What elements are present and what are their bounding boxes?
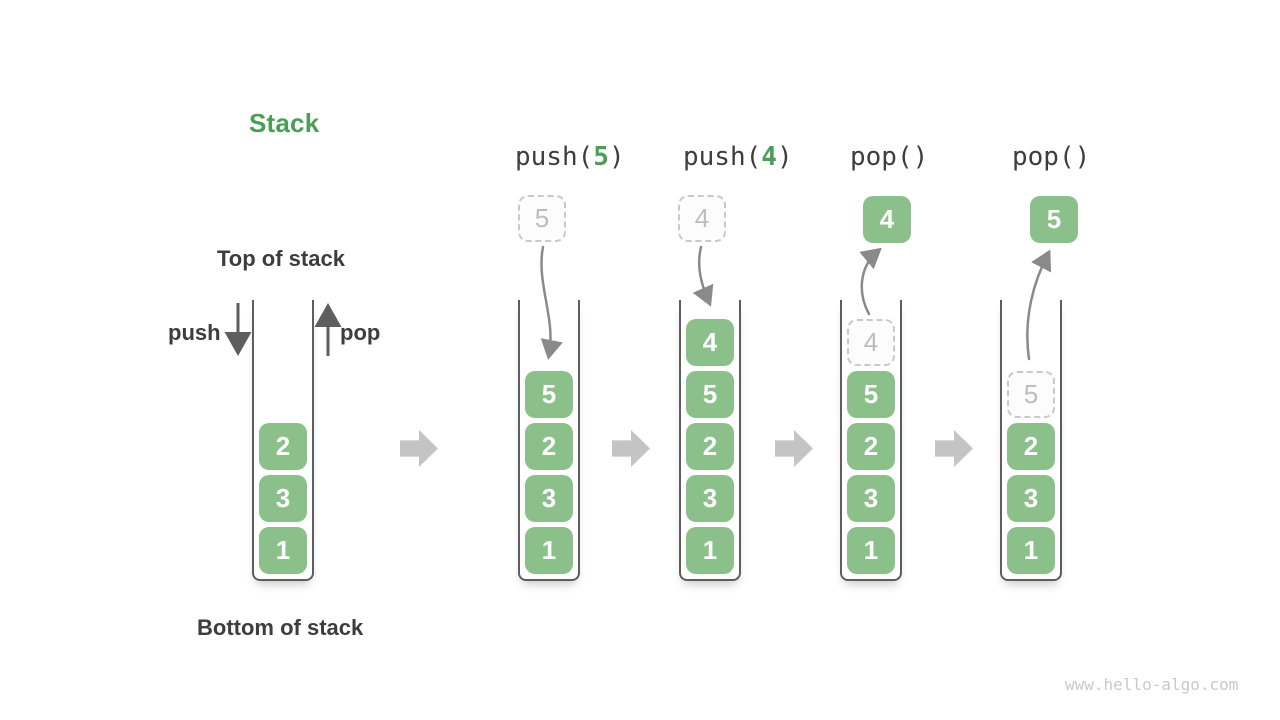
pop-label: pop (340, 320, 381, 345)
stack-cell: 1 (847, 527, 895, 574)
stack-cell: 5 (847, 371, 895, 418)
stack-cell: 3 (259, 475, 307, 522)
stack-container-after-push5: 5 2 3 1 (518, 300, 580, 581)
op-prefix: pop() (850, 142, 929, 172)
right-block-arrow-icon (935, 430, 973, 467)
op-prefix: push( (683, 142, 762, 172)
stack-cell: 1 (1007, 527, 1055, 574)
incoming-value-box: 4 (678, 195, 726, 242)
op-suffix: ) (608, 142, 625, 172)
stack-cell: 1 (686, 527, 734, 574)
op-prefix: push( (515, 142, 594, 172)
op-suffix: ) (776, 142, 793, 172)
push-label: push (168, 320, 221, 345)
stack-cell: 2 (847, 423, 895, 470)
stack-cell: 4 (686, 319, 734, 366)
ghost-cell: 4 (847, 319, 895, 366)
bottom-of-stack-label: Bottom of stack (197, 615, 364, 640)
operation-label-pop-1: pop() (850, 142, 928, 172)
right-block-arrow-icon (775, 430, 813, 467)
stack-container-initial: 2 3 1 (252, 300, 314, 581)
stack-container-after-pop2: 5 2 3 1 (1000, 300, 1062, 581)
stack-container-after-push4: 4 5 2 3 1 (679, 300, 741, 581)
push-4-curve-arrow-icon (692, 245, 714, 307)
stack-cell: 1 (259, 527, 307, 574)
stack-cell: 2 (1007, 423, 1055, 470)
op-prefix: pop() (1012, 142, 1091, 172)
right-block-arrow-icon (400, 430, 438, 467)
op-arg: 4 (761, 142, 777, 172)
stack-cell: 2 (525, 423, 573, 470)
stack-cell: 2 (259, 423, 307, 470)
op-arg: 5 (593, 142, 609, 172)
outgoing-value-box: 5 (1030, 196, 1078, 243)
outgoing-value-box: 4 (863, 196, 911, 243)
stack-cell: 2 (686, 423, 734, 470)
stack-cell: 5 (525, 371, 573, 418)
operation-label-push-5: push(5) (515, 142, 625, 172)
stack-cell: 3 (686, 475, 734, 522)
diagram-title: Stack (249, 108, 320, 138)
watermark: www.hello-algo.com (1065, 675, 1239, 694)
stack-cell: 3 (525, 475, 573, 522)
stack-cell: 1 (525, 527, 573, 574)
top-of-stack-label: Top of stack (217, 246, 345, 271)
stack-cell: 3 (1007, 475, 1055, 522)
stack-cell: 5 (686, 371, 734, 418)
stack-container-after-pop1: 4 5 2 3 1 (840, 300, 902, 581)
incoming-value-box: 5 (518, 195, 566, 242)
operation-label-push-4: push(4) (683, 142, 793, 172)
stack-cell: 3 (847, 475, 895, 522)
ghost-cell: 5 (1007, 371, 1055, 418)
operation-label-pop-2: pop() (1012, 142, 1090, 172)
right-block-arrow-icon (612, 430, 650, 467)
